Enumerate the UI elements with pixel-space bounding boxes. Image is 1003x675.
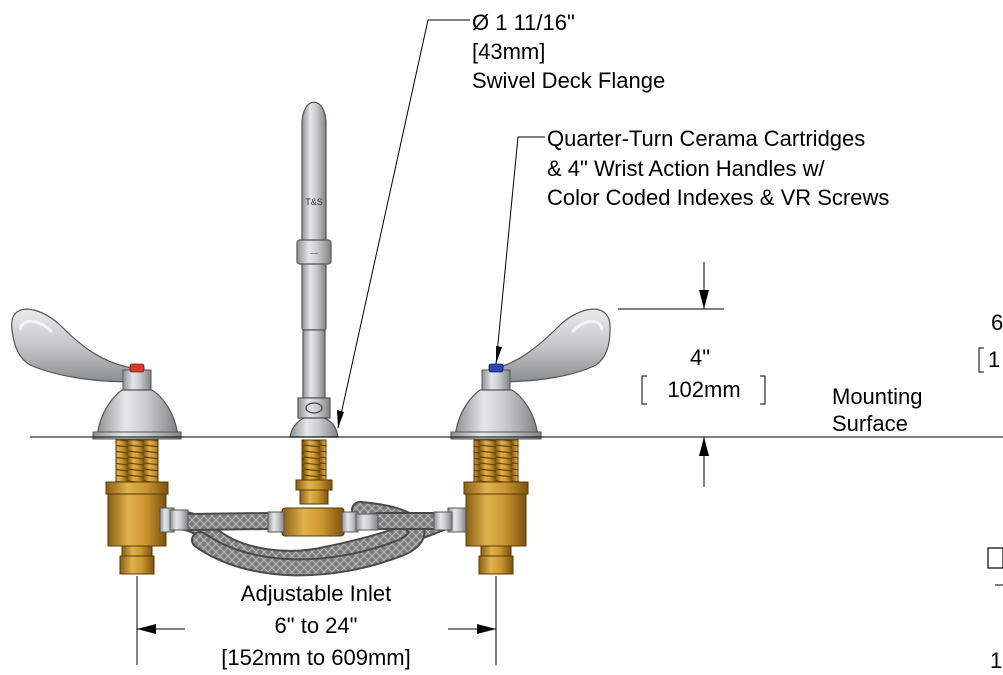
right-cold-valve [433,308,611,575]
flange-callout: Ø 1 11/16" [43mm] Swivel Deck Flange [337,10,665,429]
svg-text:1: 1 [988,347,1000,372]
handle-height-imperial: 4" [690,345,710,370]
left-hot-valve [11,308,189,575]
svg-text:6: 6 [991,310,1003,335]
handle-height-metric: 102mm [667,377,740,402]
flange-metric: [43mm] [472,39,545,64]
cold-index-icon [488,363,504,373]
flange-label: Swivel Deck Flange [472,68,665,93]
svg-text:Mounting: Mounting [832,384,923,409]
inlet-dimension: Adjustable Inlet 6" to 24" [152mm to 609… [136,576,497,670]
gooseneck-spout: T&S ~~ [267,101,379,537]
inlet-range-metric: [152mm to 609mm] [221,645,411,670]
flange-diameter: Ø 1 11/16" [472,10,575,35]
svg-text:Surface: Surface [832,411,908,436]
svg-text:~~: ~~ [310,251,318,258]
inlet-range-imperial: 6" to 24" [275,613,358,638]
cartridge-line-1: Quarter-Turn Cerama Cartridges [547,126,865,151]
cropped-right-dimension: 6 1 1 [978,310,1003,673]
svg-text:1: 1 [990,648,1002,673]
mounting-surface-label: Mounting Surface [832,384,923,436]
cartridge-line-3: Color Coded Indexes & VR Screws [547,185,889,210]
svg-text:T&S: T&S [305,197,323,207]
hot-index-icon [129,363,145,373]
braided-hose [165,501,457,577]
inlet-label: Adjustable Inlet [241,581,391,606]
cartridge-line-2: & 4" Wrist Action Handles w/ [547,156,826,181]
handle-height-dimension: 4" 102mm [618,262,766,487]
cartridge-callout: Quarter-Turn Cerama Cartridges & 4" Wris… [495,126,889,365]
